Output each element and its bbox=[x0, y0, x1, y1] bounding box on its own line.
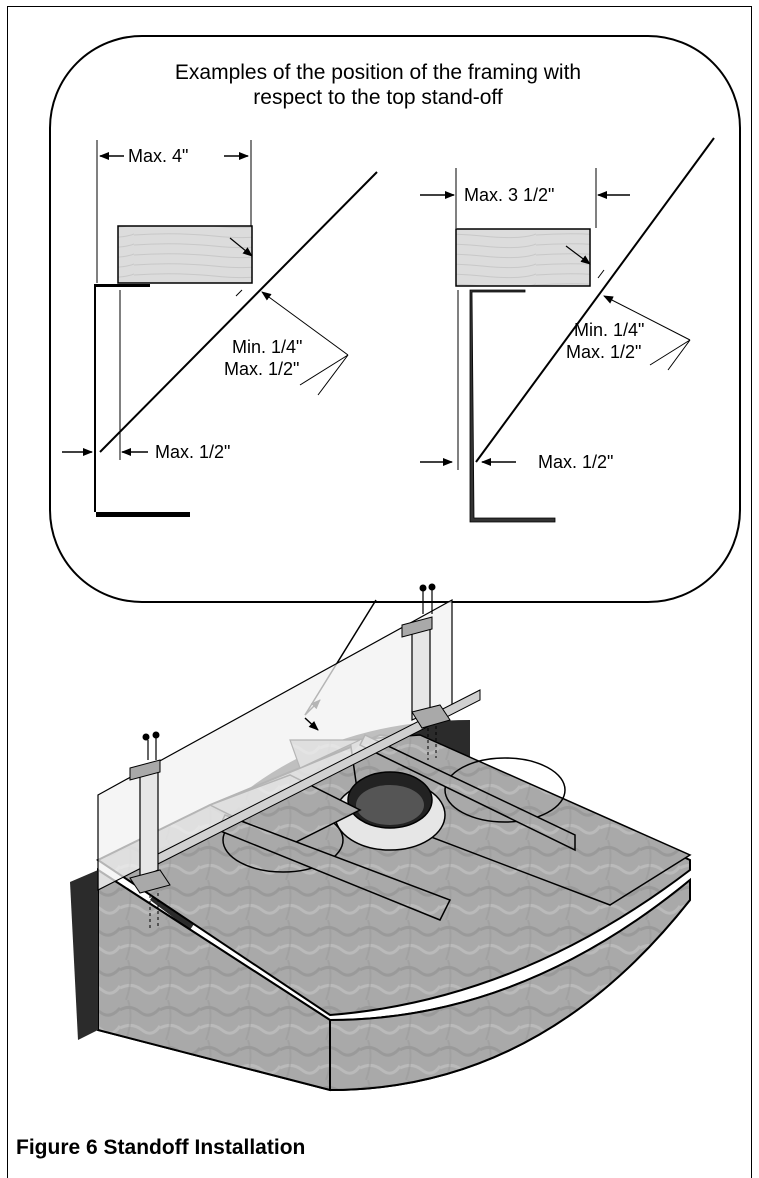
left-gap-max-label: Max. 1/2" bbox=[224, 359, 300, 379]
left-offset-label: Max. 1/2" bbox=[155, 442, 231, 462]
callout-title-line1: Examples of the position of the framing … bbox=[174, 61, 582, 84]
framing-block-left bbox=[117, 225, 253, 284]
right-offset-label: Max. 1/2" bbox=[538, 452, 614, 472]
right-width-label: Max. 3 1/2" bbox=[464, 185, 555, 205]
callout-box bbox=[49, 35, 741, 603]
right-gap-min-label: Min. 1/4" bbox=[574, 320, 645, 340]
left-gap-min-label: Min. 1/4" bbox=[232, 337, 303, 357]
callout-title: Examples of the position of the framing … bbox=[52, 60, 704, 110]
top-standoff-right bbox=[401, 616, 451, 729]
callout-title-line2: respect to the top stand-off bbox=[253, 86, 503, 109]
framing-block-right bbox=[455, 228, 591, 287]
screw-icons bbox=[142, 583, 437, 930]
right-example bbox=[420, 137, 715, 523]
page-border-right bbox=[751, 6, 752, 1178]
left-width-label: Max. 4" bbox=[128, 146, 189, 166]
top-standoff-left bbox=[129, 759, 171, 894]
figure-caption: Figure 6 Standoff Installation bbox=[16, 1136, 306, 1159]
right-gap-max-label: Max. 1/2" bbox=[566, 342, 642, 362]
left-example bbox=[62, 140, 378, 517]
standoff-bracket-right bbox=[469, 289, 556, 523]
page-border-top bbox=[7, 6, 752, 7]
chimney-line-right bbox=[475, 137, 715, 463]
page-border-left bbox=[7, 6, 8, 1178]
chimney-line-left bbox=[99, 171, 378, 453]
